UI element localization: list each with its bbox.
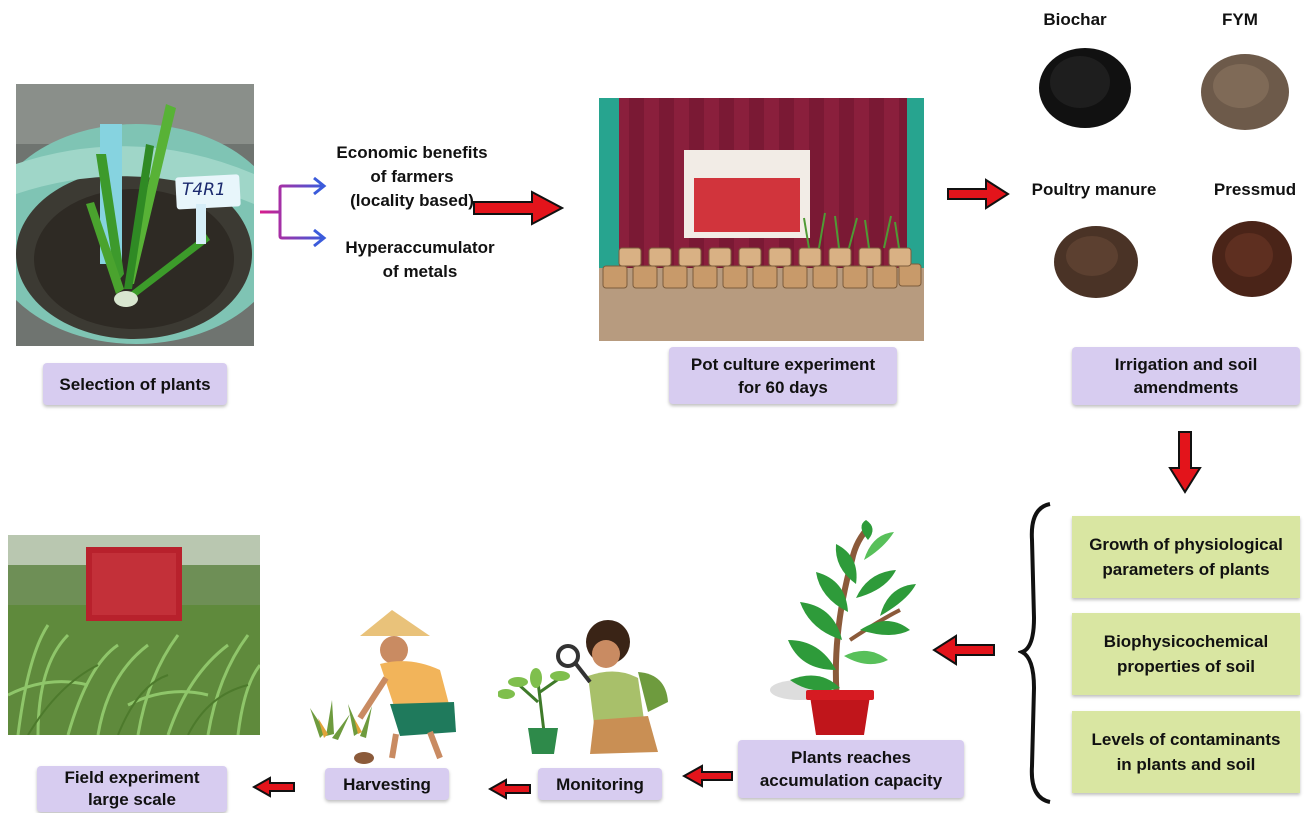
biochar-label: Biochar: [1043, 10, 1107, 29]
pot-line-1: Pot culture experiment: [690, 354, 876, 374]
poultry-manure-label: Poultry manure: [1031, 180, 1157, 199]
economic-line-2: of farmers: [370, 167, 454, 186]
red-arrow-right-icon: [473, 190, 564, 226]
plant-tag-label: T4R1: [182, 180, 226, 200]
plant-pot-photo: T4R1: [16, 84, 254, 346]
accumulation-capacity-box: Plants reaches accumulation capacity: [738, 740, 964, 798]
irrigation-line-2: amendments: [1133, 378, 1239, 397]
growth-parameters-box: Growth of physiological parameters of pl…: [1072, 516, 1300, 598]
harvesting-box: Harvesting: [325, 768, 449, 800]
red-arrow-left-icon-4: [252, 776, 295, 798]
monitoring-label: Monitoring: [556, 774, 644, 794]
fym-label: FYM: [1222, 10, 1258, 29]
levels-line-1: Levels of contaminants: [1091, 730, 1281, 749]
potted-plant-icon: [770, 520, 916, 735]
harvesting-label: Harvesting: [343, 774, 431, 794]
levels-line-2: in plants and soil: [1116, 755, 1256, 774]
harvesting-farmer-icon: [310, 610, 456, 764]
growth-line-2: parameters of plants: [1102, 560, 1270, 579]
hyper-line-2: of metals: [382, 262, 458, 281]
curly-brace-icon: [1018, 502, 1051, 804]
hyperaccumulator-text: Hyperaccumulator of metals: [330, 236, 510, 284]
pressmud-pile-icon: [1212, 221, 1292, 297]
field-experiment-box: Field experiment large scale: [37, 766, 227, 812]
red-arrow-right-icon-2: [947, 178, 1010, 210]
monitoring-person-icon: [498, 620, 668, 754]
economic-line-3: (locality based): [350, 191, 474, 210]
contaminant-levels-box: Levels of contaminants in plants and soi…: [1072, 711, 1300, 793]
pot-line-2: for 60 days: [738, 377, 828, 397]
field-line-2: large scale: [88, 790, 176, 809]
red-arrow-down-icon: [1168, 431, 1202, 494]
growth-line-1: Growth of physiological: [1089, 535, 1283, 554]
irrigation-box: Irrigation and soil amendments: [1072, 347, 1300, 405]
biophys-line-1: Biophysicochemical: [1103, 632, 1269, 651]
biophys-line-2: properties of soil: [1117, 657, 1255, 676]
selection-of-plants-box: Selection of plants: [43, 363, 227, 405]
red-arrow-left-icon-2: [682, 764, 733, 788]
economic-line-1: Economic benefits: [336, 143, 488, 162]
selection-label: Selection of plants: [59, 374, 211, 394]
biophysicochemical-box: Biophysicochemical properties of soil: [1072, 613, 1300, 695]
plants-line-2: accumulation capacity: [759, 771, 943, 790]
irrigation-line-1: Irrigation and soil: [1114, 355, 1258, 374]
plants-line-1: Plants reaches: [790, 748, 911, 767]
red-arrow-left-icon-3: [488, 778, 531, 800]
field-line-1: Field experiment: [64, 768, 200, 787]
branch-connector: [260, 176, 327, 248]
pressmud-label: Pressmud: [1213, 180, 1297, 199]
hyper-line-1: Hyperaccumulator: [345, 238, 495, 257]
biochar-pile-icon: [1039, 48, 1131, 128]
monitoring-box: Monitoring: [538, 768, 662, 800]
economic-benefits-text: Economic benefits of farmers (locality b…: [322, 141, 502, 213]
poultry-manure-pile-icon: [1054, 226, 1138, 298]
pot-culture-box: Pot culture experiment for 60 days: [669, 347, 897, 404]
fym-pile-icon: [1201, 54, 1289, 130]
red-arrow-left-icon: [932, 634, 995, 666]
field-experiment-photo: [8, 535, 260, 735]
pot-culture-photo: [599, 98, 924, 341]
